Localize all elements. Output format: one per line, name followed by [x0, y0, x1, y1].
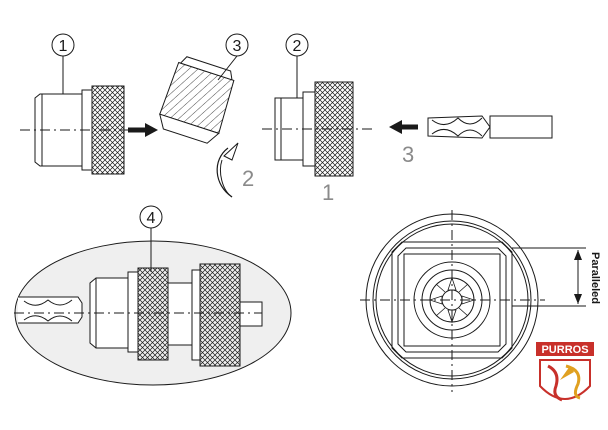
- callout-2-label: 2: [293, 38, 302, 55]
- step-insert-label: 3: [402, 142, 414, 167]
- dimension-arrows: [574, 250, 582, 304]
- purros-logo: PURROS: [536, 342, 594, 402]
- rotate-arrow: [216, 142, 239, 198]
- callout-1-label: 1: [59, 38, 68, 55]
- callout-4-label: 4: [147, 210, 156, 227]
- assembled-holder: [14, 263, 263, 367]
- logo-text: PURROS: [541, 344, 588, 356]
- callout-2: 2: [285, 33, 309, 98]
- arrow-left: [389, 120, 418, 134]
- arrow-right: [128, 123, 158, 137]
- nut-part: [20, 85, 138, 175]
- end-view: [360, 210, 586, 392]
- step-assembly-label: 1: [322, 180, 334, 205]
- collet-part: [159, 56, 235, 144]
- step-rotate-label: 2: [242, 166, 254, 191]
- holder-part: [262, 81, 372, 177]
- callout-4: 4: [139, 205, 163, 272]
- callout-1: 1: [51, 33, 75, 94]
- paralleled-label: Paralleled: [589, 252, 601, 304]
- end-mill-tool: [427, 115, 553, 139]
- callout-3-label: 3: [233, 38, 242, 55]
- callout-3: 3: [217, 33, 249, 81]
